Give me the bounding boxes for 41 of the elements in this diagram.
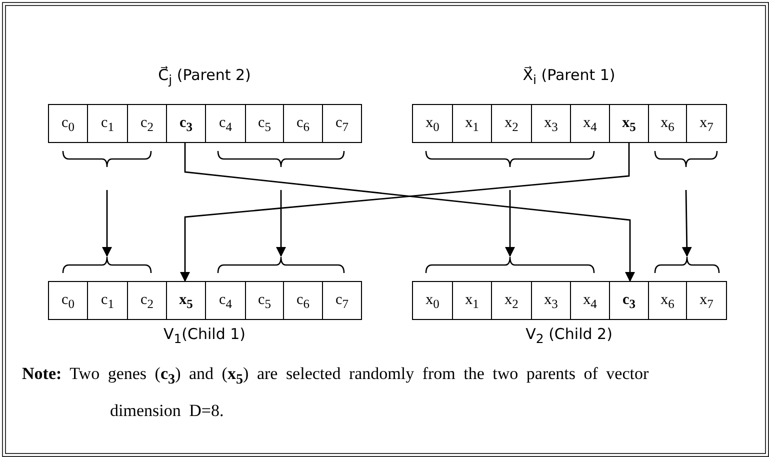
gene-cell: x$_{5}$ xyxy=(166,281,206,320)
gene-cell: x$_{1}$ xyxy=(452,104,492,143)
gene-cell: x$_{4}$ xyxy=(570,281,610,320)
gene-cell: c$_{1}$ xyxy=(87,104,128,143)
gene-cell: x$_{6}$ xyxy=(648,281,687,320)
arrow xyxy=(276,190,286,257)
gene-cell: c$_{6}$ xyxy=(283,104,323,143)
gene-cell: c$_{6}$ xyxy=(283,281,323,320)
gene-cell: c$_{7}$ xyxy=(322,104,362,143)
array-heading: C⃗$_{j}$ (Parent 2) xyxy=(157,66,252,87)
gene-cell: c$_{0}$ xyxy=(48,281,88,320)
gene-cell: x$_{7}$ xyxy=(686,104,727,143)
gene-cell: c$_{4}$ xyxy=(205,104,246,143)
gene-cell: c$_{5}$ xyxy=(245,281,284,320)
gene-cell: x$_{0}$ xyxy=(412,104,453,143)
gene-cell: c$_{4}$ xyxy=(205,281,246,320)
gene-cell: x$_{4}$ xyxy=(570,104,610,143)
gene-cell: x$_{5}$ xyxy=(609,104,649,143)
array-heading: X⃗$_{i}$ (Parent 1) xyxy=(522,66,616,87)
gene-cell: x$_{3}$ xyxy=(531,281,571,320)
gene-cell: x$_{3}$ xyxy=(531,104,571,143)
gene-cell: x$_{1}$ xyxy=(452,281,492,320)
gene-cell: c$_{5}$ xyxy=(245,104,284,143)
gene-cell: c$_{2}$ xyxy=(127,281,167,320)
gene-cell: x$_{6}$ xyxy=(648,104,687,143)
note-text: Note: Two genes (c$_{3}$) and (x$_{5}$) are selected randomly from the two parents of vector dimension D=8. xyxy=(22,363,650,422)
array-heading: V$_{2}$ (Child 2) xyxy=(524,325,614,346)
gene-cell: c$_{3}$ xyxy=(166,104,206,143)
gene-cell: c$_{3}$ xyxy=(609,281,649,320)
gene-cell: x$_{2}$ xyxy=(491,104,532,143)
gene-cell: c$_{0}$ xyxy=(48,104,88,143)
gene-cell: c$_{2}$ xyxy=(127,104,167,143)
arrow xyxy=(682,190,692,257)
gene-cell: x$_{2}$ xyxy=(491,281,532,320)
arrow xyxy=(102,190,112,257)
array-heading: V$_{1}$(Child 1) xyxy=(162,325,247,346)
gene-cell: c$_{1}$ xyxy=(87,281,128,320)
gene-cell: c$_{7}$ xyxy=(322,281,362,320)
arrow xyxy=(505,190,515,257)
gene-cell: x$_{7}$ xyxy=(686,281,727,320)
gene-cell: x$_{0}$ xyxy=(412,281,453,320)
